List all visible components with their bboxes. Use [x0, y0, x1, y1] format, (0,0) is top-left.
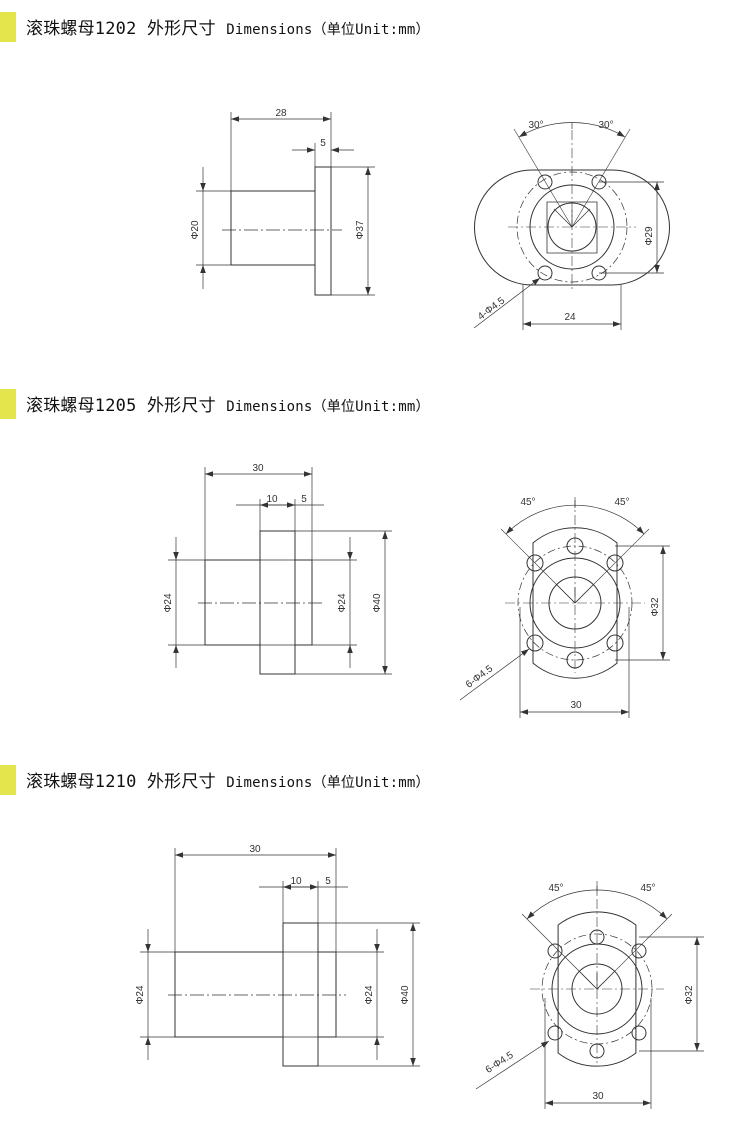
hole-leader — [473, 277, 541, 329]
label-body-diameter: Φ24 — [135, 985, 146, 1005]
label-angle-left: 45° — [548, 883, 563, 894]
bolt-hole — [537, 174, 553, 190]
nut-body — [204, 559, 261, 646]
label-flange-width: 10 — [290, 876, 302, 887]
bolt-hole — [631, 943, 647, 959]
section-header: 滚珠螺母1202 外形尺寸 Dimensions（单位Unit:mm） — [0, 12, 750, 42]
label-bolt-circle: Φ32 — [684, 985, 695, 1005]
section-1202: 滚珠螺母1202 外形尺寸 Dimensions（单位Unit:mm） — [0, 0, 750, 377]
front-view — [459, 497, 670, 718]
bolt-hole — [526, 554, 544, 572]
section-title: 滚珠螺母1205 外形尺寸 Dimensions（单位Unit:mm） — [26, 391, 430, 416]
bolt-hole — [526, 634, 544, 652]
nut-body — [174, 951, 284, 1038]
front-view — [475, 881, 704, 1109]
label-hole-spec: 6-Φ4.5 — [484, 1050, 516, 1076]
label-overall-length: 30 — [252, 463, 264, 474]
nut-tail — [317, 951, 337, 1038]
nut-flange — [259, 530, 296, 675]
label-flange-width: 5 — [320, 138, 326, 149]
label-angle-left: 45° — [520, 497, 535, 508]
bolt-hole — [631, 1025, 647, 1041]
nut-body — [230, 190, 316, 266]
accent-bar — [0, 12, 16, 42]
nut-flange — [282, 922, 319, 1067]
label-bolt-circle: Φ29 — [644, 226, 655, 246]
label-body-diameter: Φ24 — [163, 593, 174, 613]
side-view — [168, 467, 392, 675]
bore-square — [546, 201, 598, 254]
bolt-hole — [606, 634, 624, 652]
label-angle-right: 30° — [598, 120, 613, 131]
label-flange-diameter: Φ37 — [355, 220, 366, 240]
side-view — [196, 112, 375, 296]
label-flange-width: 10 — [266, 494, 278, 505]
drawing-1210: 30 10 5 Φ24 Φ24 Φ40 — [135, 844, 704, 1109]
accent-bar — [0, 389, 16, 419]
section-header: 滚珠螺母1210 外形尺寸 Dimensions（单位Unit:mm） — [0, 765, 750, 795]
section-title: 滚珠螺母1202 外形尺寸 Dimensions（单位Unit:mm） — [26, 14, 430, 39]
label-flat-width: 30 — [592, 1091, 604, 1102]
bolt-hole — [547, 1025, 563, 1041]
label-flange-diameter: Φ40 — [400, 985, 411, 1005]
label-overall-length: 30 — [249, 844, 261, 855]
label-hole-spec: 4-Φ4.5 — [476, 295, 508, 323]
label-flat-width: 30 — [570, 700, 582, 711]
section-header: 滚珠螺母1205 外形尺寸 Dimensions（单位Unit:mm） — [0, 389, 750, 419]
label-flat-width: 24 — [564, 312, 576, 323]
subtitle-text: Dimensions（单位Unit:mm） — [226, 399, 430, 415]
hole-leader — [459, 648, 530, 701]
title-text: 滚珠螺母1210 外形尺寸 — [26, 772, 216, 792]
title-text: 滚珠螺母1202 外形尺寸 — [26, 19, 216, 39]
section-1205: 滚珠螺母1205 外形尺寸 Dimensions（单位Unit:mm） — [0, 377, 750, 754]
accent-bar — [0, 765, 16, 795]
side-view — [140, 848, 420, 1067]
nut-tail — [294, 559, 313, 646]
label-bolt-circle: Φ32 — [650, 597, 661, 617]
section-title: 滚珠螺母1210 外形尺寸 Dimensions（单位Unit:mm） — [26, 767, 430, 792]
label-overall-length: 28 — [275, 108, 287, 119]
bolt-hole — [606, 554, 624, 572]
front-view — [473, 122, 670, 330]
label-tail-width: 5 — [301, 494, 307, 505]
label-tail-diameter: Φ24 — [337, 593, 348, 613]
subtitle-text: Dimensions（单位Unit:mm） — [226, 775, 430, 791]
angle-arc — [518, 122, 626, 138]
hole-leader — [475, 1040, 550, 1090]
label-angle-left: 30° — [528, 120, 543, 131]
section-1210: 滚珠螺母1210 外形尺寸 Dimensions（单位Unit:mm） — [0, 753, 750, 1130]
label-tail-width: 5 — [325, 876, 331, 887]
nut-flange — [314, 166, 332, 296]
drawing-1205: 30 10 5 Φ24 Φ24 Φ40 — [163, 463, 670, 718]
label-angle-right: 45° — [614, 497, 629, 508]
bolt-hole — [547, 943, 563, 959]
label-tail-diameter: Φ24 — [364, 985, 375, 1005]
subtitle-text: Dimensions（单位Unit:mm） — [226, 22, 430, 38]
drawing-1202: 28 5 Φ20 Φ37 — [190, 108, 670, 330]
label-body-diameter: Φ20 — [190, 220, 201, 240]
label-angle-right: 45° — [640, 883, 655, 894]
label-flange-diameter: Φ40 — [372, 593, 383, 613]
title-text: 滚珠螺母1205 外形尺寸 — [26, 396, 216, 416]
bolt-hole — [537, 265, 553, 281]
